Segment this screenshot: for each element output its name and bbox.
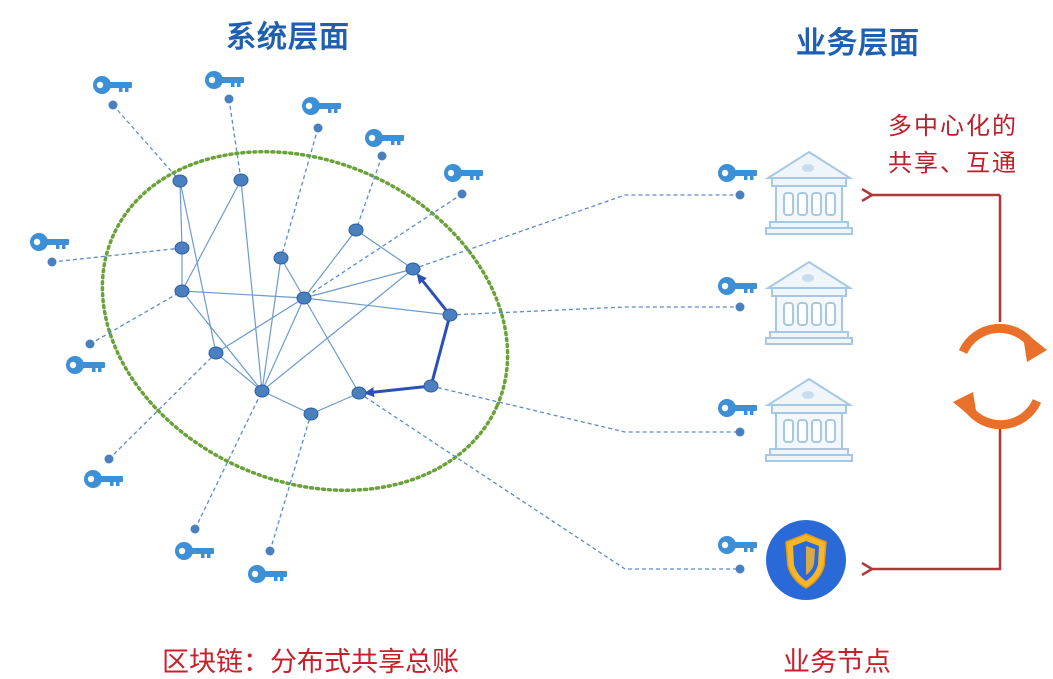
shield-icon [766,520,846,600]
sharing-arrows [872,195,1002,569]
business-layer-title: 业务层面 [796,26,920,61]
mesh-links [179,179,451,415]
blockchain-nodes [172,173,458,421]
blockchain-boundary-ellipse [100,149,510,493]
dashed-links [51,98,740,570]
blockchain-caption: 区块链：分布式共享总账 [162,647,459,678]
transaction-path [364,273,452,398]
system-layer-title: 系统层面 [226,20,350,55]
annotation-line-2: 共享、互通 [888,149,1018,177]
key-icon [444,164,483,182]
refresh-cycle-icon [953,323,1047,430]
business-node-caption: 业务节点 [783,647,891,678]
bank-building-icon [765,151,853,235]
key-icon [248,565,287,583]
key-icon [30,233,69,251]
key-icon [66,356,105,374]
key-icon [175,542,214,560]
key-icon [365,129,404,147]
key-anchor-dots [47,94,745,574]
key-icon [718,536,757,554]
bank-building-icon [765,261,853,345]
annotation-line-1: 多中心化的 [888,112,1018,140]
key-icon [718,164,757,182]
key-icon [718,399,757,417]
key-icon [302,97,341,115]
bank-building-icon [765,378,853,462]
key-icon [718,277,757,295]
key-icon [93,76,132,94]
key-icon [205,71,244,89]
key-icon [84,470,123,488]
